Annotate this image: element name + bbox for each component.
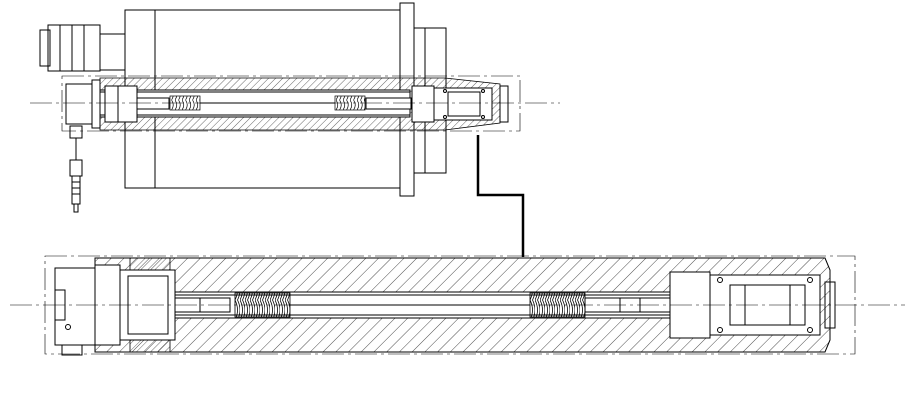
left-end-cap: [54, 264, 121, 356]
enlarged-section-view: [10, 255, 905, 356]
assembly-view: [30, 2, 560, 213]
piston-small: [104, 85, 138, 123]
detail-leader-line: [476, 135, 525, 257]
connector-box: [39, 24, 126, 72]
section-envelope-small: [61, 75, 521, 132]
sensor-cable: [69, 125, 83, 213]
hatched-tube-small: [65, 77, 509, 131]
end-housing-small: [433, 87, 493, 121]
